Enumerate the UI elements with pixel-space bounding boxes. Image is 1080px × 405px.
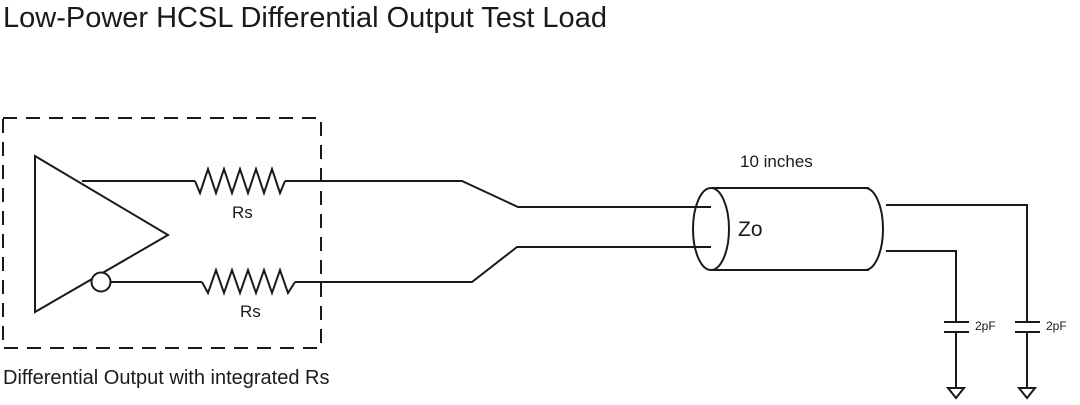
transmission-line-cylinder-icon <box>692 187 884 271</box>
impedance-label: Zo <box>738 218 763 241</box>
resistor-rs-bottom-icon <box>201 266 296 297</box>
capacitor-2-label: 2pF <box>1046 319 1067 333</box>
capacitor-2-icon <box>1015 321 1040 388</box>
driver-enclosure-dashed-box <box>2 117 322 349</box>
resistor-rs-top-icon <box>194 165 286 197</box>
line-length-label: 10 inches <box>740 152 813 171</box>
wire-load-positive <box>886 204 1028 322</box>
resistor-rs-top-label: Rs <box>232 203 253 222</box>
wire-load-negative <box>886 250 957 322</box>
resistor-rs-bottom-label: Rs <box>240 302 261 321</box>
capacitor-1-label: 2pF <box>975 319 996 333</box>
ground-2-icon <box>1016 387 1038 400</box>
wire-negative-trace <box>295 246 700 283</box>
wire-positive-trace <box>285 180 700 208</box>
driver-caption: Differential Output with integrated Rs <box>3 367 330 389</box>
capacitor-1-icon <box>944 321 969 388</box>
diagram-title: Low-Power HCSL Differential Output Test … <box>3 2 607 34</box>
inversion-bubble-icon <box>90 271 112 293</box>
ground-1-icon <box>945 387 967 400</box>
